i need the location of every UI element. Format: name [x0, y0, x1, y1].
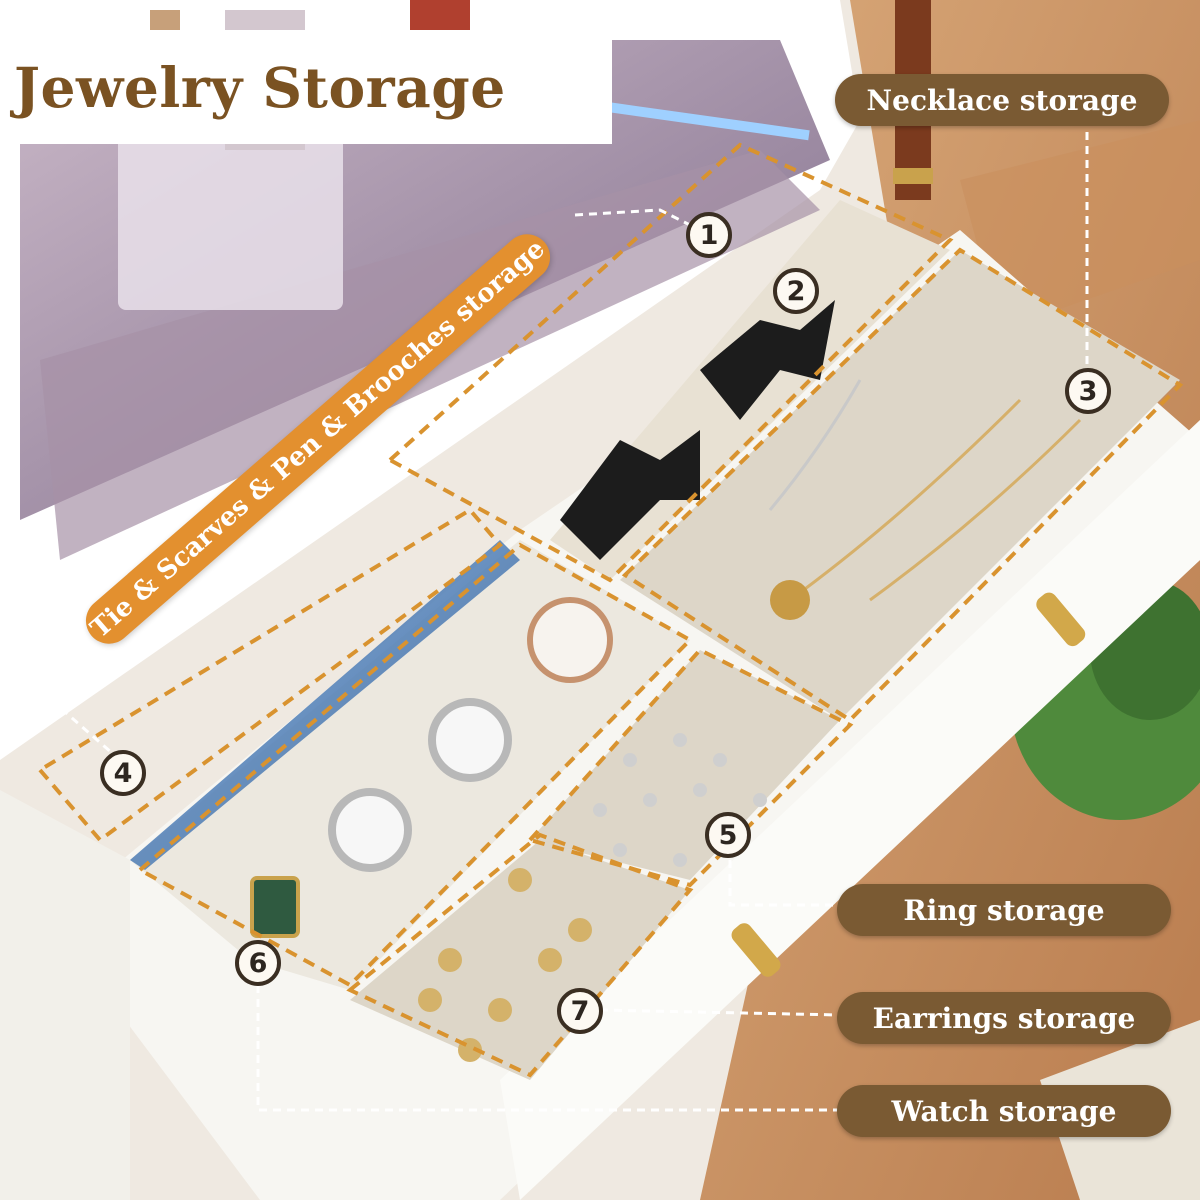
- watch-silver-1: [428, 698, 512, 782]
- title-banner: Jewelry Storage: [0, 30, 612, 144]
- led-strip: [610, 102, 810, 141]
- watch-green: [250, 876, 300, 938]
- bow-tie-lower: [560, 430, 700, 560]
- earrings-storage-label: Earrings storage: [837, 992, 1171, 1044]
- chair-leg-ring: [893, 168, 933, 184]
- orange-dashed-zones: [36, 142, 1184, 1078]
- page-title: Jewelry Storage: [14, 54, 506, 120]
- earring-velvet: [350, 840, 690, 1080]
- necklace-chain-2: [789, 398, 1022, 602]
- marker-7: 7: [557, 988, 603, 1034]
- cosmetics-organizer: [118, 130, 343, 310]
- blue-compartment: [130, 540, 520, 870]
- marker-4: 4: [100, 750, 146, 796]
- watch-storage-label: Watch storage: [837, 1085, 1171, 1137]
- bow-tie-upper: [700, 300, 835, 420]
- necklace-velvet: [620, 250, 1180, 720]
- marker-6: 6: [235, 940, 281, 986]
- marker-5: 5: [705, 812, 751, 858]
- watch-rose-gold: [527, 597, 613, 683]
- rings: [593, 733, 767, 867]
- necklace-chain-1: [768, 379, 862, 511]
- necklace-chain-3: [869, 418, 1082, 602]
- marker-2: 2: [773, 268, 819, 314]
- watch-silver-2: [328, 788, 412, 872]
- marker-1: 1: [686, 212, 732, 258]
- callout-lines: [38, 118, 1089, 1112]
- drawer-handle-lower: [731, 923, 781, 977]
- earrings: [418, 868, 592, 1062]
- ring-storage-label: Ring storage: [837, 884, 1171, 936]
- necklace-storage-label: Necklace storage: [835, 74, 1169, 126]
- drawer-left-side: [0, 790, 130, 1200]
- floor-planks: [960, 120, 1200, 330]
- necklace-sun-pendant: [770, 580, 810, 620]
- ring-velvet: [530, 650, 840, 880]
- drawer-handle-upper: [1036, 592, 1086, 647]
- drawer-front: [500, 420, 1200, 1200]
- marker-3: 3: [1065, 368, 1111, 414]
